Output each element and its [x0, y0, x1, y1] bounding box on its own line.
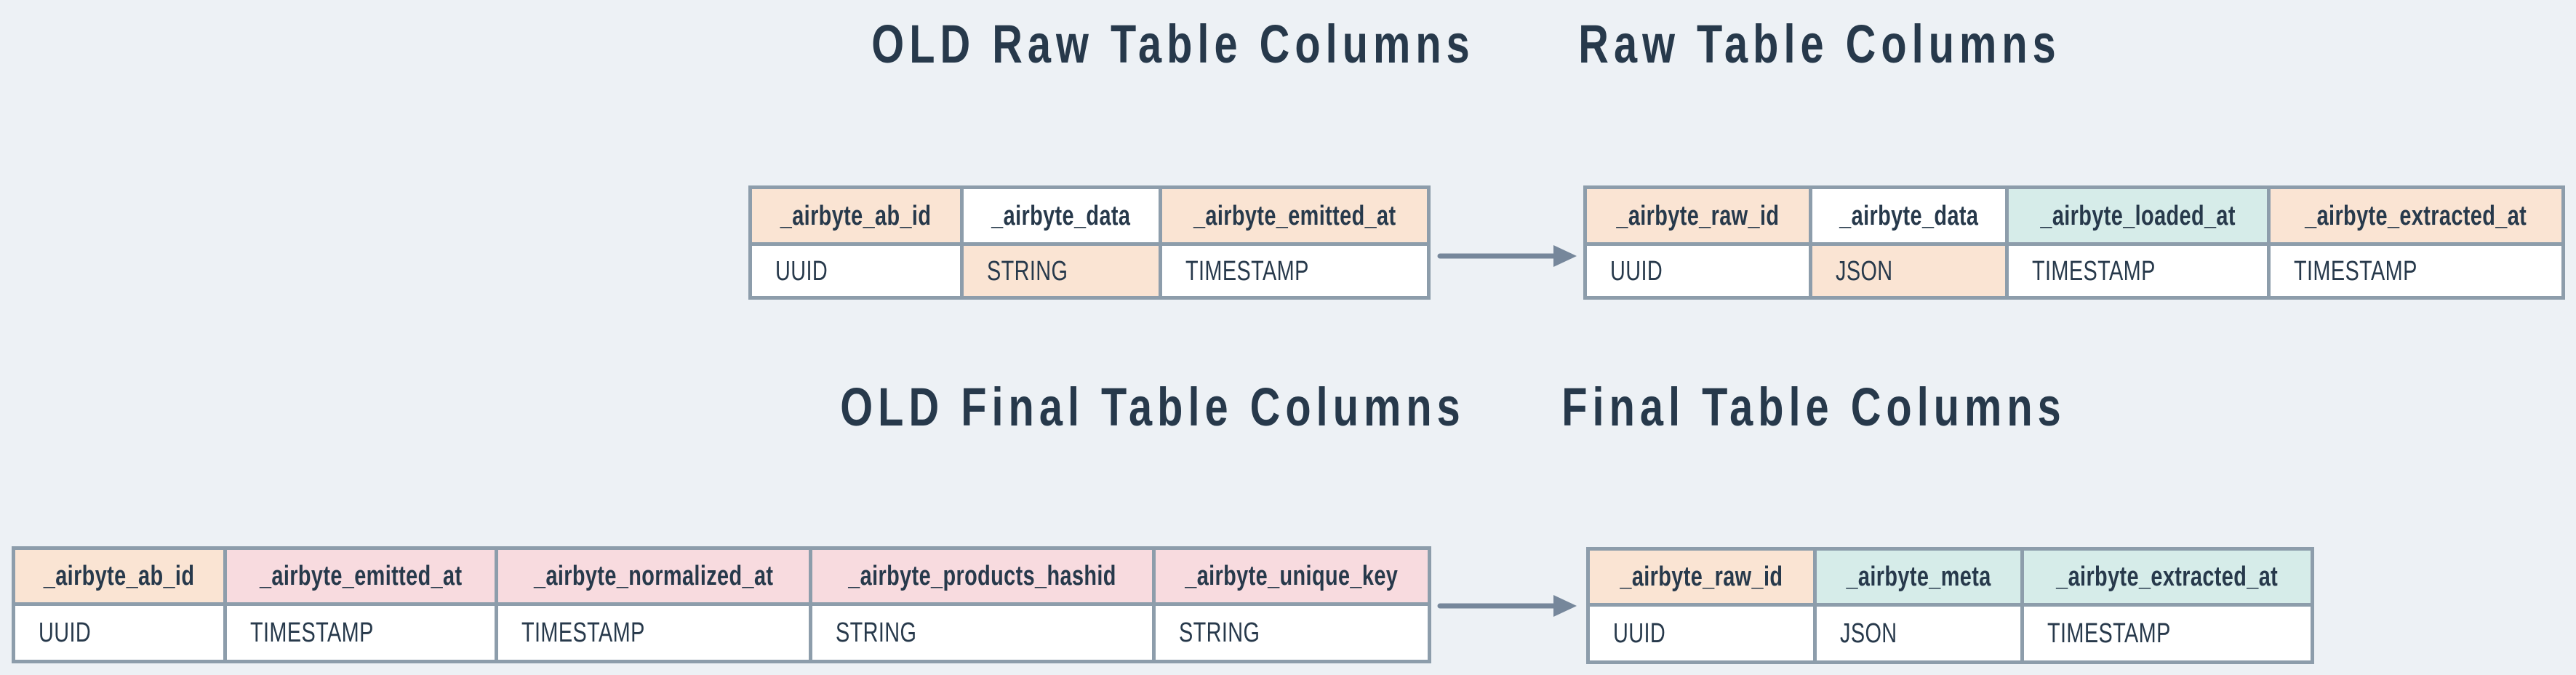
column-header-cell: _airbyte_data [964, 189, 1159, 242]
column-type-cell: STRING [964, 246, 1159, 296]
column-type: UUID [1613, 618, 1666, 649]
column-type: UUID [39, 618, 92, 648]
column-type: JSON [1836, 255, 1893, 287]
column-type-cell: TIMESTAMP [498, 606, 809, 660]
column-type: UUID [1610, 255, 1663, 287]
column-header-cell: _airbyte_normalized_at [498, 550, 809, 602]
title-raw-table-columns: Raw Table Columns [1578, 14, 2061, 74]
title-old-raw-table-columns: OLD Raw Table Columns [871, 14, 1475, 74]
column-type: JSON [1840, 618, 1897, 649]
column-name: _airbyte_unique_key [1185, 561, 1399, 591]
column-type: UUID [775, 255, 828, 287]
raw-table: _airbyte_raw_id _airbyte_data _airbyte_l… [1583, 185, 2565, 300]
column-header-cell: _airbyte_raw_id [1590, 551, 1813, 603]
column-type-cell: UUID [15, 606, 223, 660]
column-type-cell: JSON [1817, 607, 2020, 660]
column-type: STRING [987, 255, 1068, 287]
column-type: TIMESTAMP [2047, 618, 2171, 649]
column-name: _airbyte_normalized_at [533, 561, 774, 591]
column-name: _airbyte_loaded_at [2040, 200, 2236, 231]
column-type: TIMESTAMP [2032, 255, 2156, 287]
column-name: _airbyte_extracted_at [2305, 200, 2527, 231]
column-type-cell: UUID [752, 246, 960, 296]
column-type-cell: STRING [812, 606, 1152, 660]
right-arrow-icon [1437, 595, 1577, 617]
column-header-cell: _airbyte_products_hashid [812, 550, 1152, 602]
column-name: _airbyte_products_hashid [848, 561, 1116, 591]
column-header-cell: _airbyte_ab_id [752, 189, 960, 242]
column-header-cell: _airbyte_meta [1817, 551, 2020, 603]
column-type-cell: STRING [1156, 606, 1428, 660]
column-type-cell: JSON [1812, 246, 2005, 296]
column-type: STRING [836, 618, 917, 648]
column-type: TIMESTAMP [521, 618, 645, 648]
column-name: _airbyte_ab_id [780, 200, 932, 231]
column-name: _airbyte_raw_id [1620, 562, 1783, 592]
column-header-cell: _airbyte_emitted_at [227, 550, 495, 602]
column-name: _airbyte_emitted_at [259, 561, 463, 591]
column-type: TIMESTAMP [250, 618, 374, 648]
column-type-cell: TIMESTAMP [2271, 246, 2561, 296]
column-header-cell: _airbyte_ab_id [15, 550, 223, 602]
column-name: _airbyte_meta [1846, 562, 1991, 592]
column-header-cell: _airbyte_extracted_at [2271, 189, 2561, 242]
column-name: _airbyte_ab_id [44, 561, 195, 591]
title-final-table-columns: Final Table Columns [1561, 377, 2066, 437]
column-type-cell: UUID [1587, 246, 1809, 296]
column-type-cell: TIMESTAMP [2024, 607, 2311, 660]
column-type-cell: TIMESTAMP [2009, 246, 2267, 296]
column-header-cell: _airbyte_data [1812, 189, 2005, 242]
column-type-cell: TIMESTAMP [227, 606, 495, 660]
right-arrow-icon [1437, 245, 1577, 267]
column-header-cell: _airbyte_emitted_at [1162, 189, 1427, 242]
old-raw-table: _airbyte_ab_id _airbyte_data _airbyte_em… [748, 185, 1431, 300]
column-header-cell: _airbyte_extracted_at [2024, 551, 2311, 603]
column-name: _airbyte_data [991, 200, 1131, 231]
column-type-cell: UUID [1590, 607, 1813, 660]
column-header-cell: _airbyte_loaded_at [2009, 189, 2267, 242]
column-header-cell: _airbyte_raw_id [1587, 189, 1809, 242]
column-name: _airbyte_emitted_at [1193, 200, 1396, 231]
column-type: STRING [1179, 618, 1260, 648]
final-table: _airbyte_raw_id _airbyte_meta _airbyte_e… [1586, 547, 2314, 664]
column-name: _airbyte_data [1839, 200, 1979, 231]
column-name: _airbyte_extracted_at [2056, 562, 2279, 592]
column-header-cell: _airbyte_unique_key [1156, 550, 1428, 602]
column-type-cell: TIMESTAMP [1162, 246, 1427, 296]
column-type: TIMESTAMP [2294, 255, 2417, 287]
column-name: _airbyte_raw_id [1616, 200, 1780, 231]
title-old-final-table-columns: OLD Final Table Columns [840, 377, 1465, 437]
old-final-table: _airbyte_ab_id _airbyte_emitted_at _airb… [12, 546, 1431, 663]
column-type: TIMESTAMP [1185, 255, 1309, 287]
